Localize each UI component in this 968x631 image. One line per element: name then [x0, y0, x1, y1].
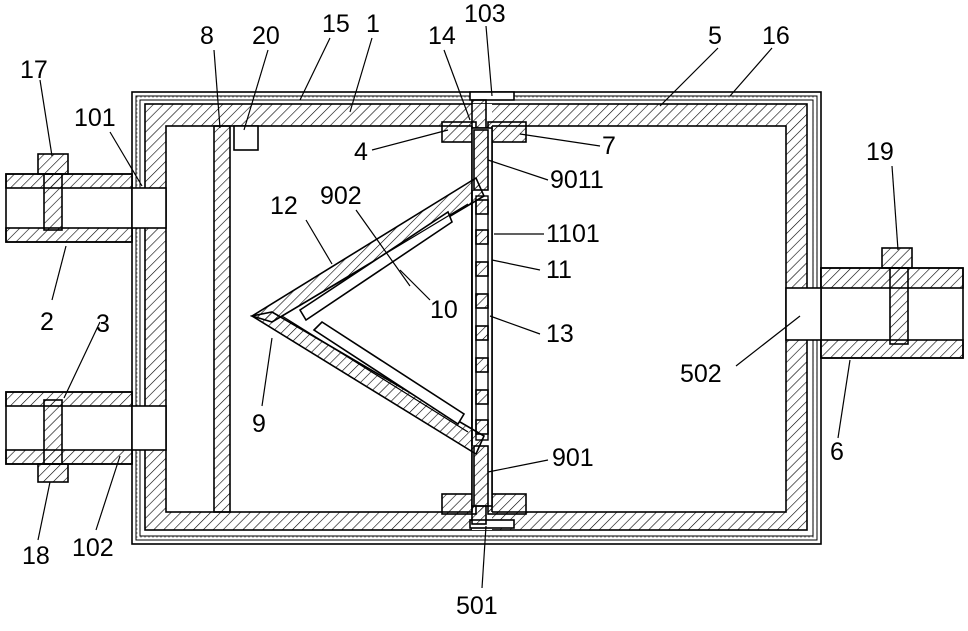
label-101: 101 — [74, 104, 116, 132]
leader-lines — [37, 25, 899, 589]
label-901: 901 — [552, 444, 594, 472]
label-6: 6 — [830, 438, 844, 466]
label-2: 2 — [40, 308, 54, 336]
cone-lower-arm — [249, 311, 486, 456]
label-10: 10 — [430, 296, 458, 324]
label-20: 20 — [252, 22, 280, 50]
valve-18 — [37, 463, 69, 483]
label-14: 14 — [428, 22, 456, 50]
label-103: 103 — [464, 0, 506, 28]
flange-bottom-left — [441, 493, 477, 515]
label-102: 102 — [72, 534, 114, 562]
pipe-3 — [5, 391, 167, 483]
flanges — [441, 91, 527, 529]
label-9011: 9011 — [550, 166, 604, 194]
label-11: 11 — [546, 256, 572, 284]
label-13: 13 — [546, 320, 574, 348]
label-1101: 1101 — [546, 220, 600, 248]
labels: 17 101 8 20 15 1 14 103 5 16 7 4 9011 12… — [20, 0, 894, 620]
label-15: 15 — [322, 10, 350, 38]
cone-filter-9 — [249, 176, 486, 456]
label-8: 8 — [200, 22, 214, 50]
frame-901 — [473, 445, 489, 507]
flange-4-top — [441, 121, 477, 143]
flange-bottom-right — [487, 493, 527, 515]
label-12: 12 — [270, 192, 298, 220]
valve-19 — [881, 247, 913, 269]
left-cavity — [165, 125, 473, 513]
label-4: 4 — [354, 138, 368, 166]
channel-902 — [298, 210, 453, 322]
bolt-501 — [469, 519, 515, 529]
label-1: 1 — [366, 10, 380, 38]
plate-8 — [213, 125, 259, 513]
label-16: 16 — [762, 22, 790, 50]
pipe-2 — [5, 153, 167, 243]
label-9: 9 — [252, 410, 266, 438]
valve-17 — [37, 153, 69, 175]
label-3: 3 — [96, 310, 110, 338]
label-19: 19 — [866, 138, 894, 166]
label-902: 902 — [320, 182, 362, 210]
label-5: 5 — [708, 22, 722, 50]
block-20 — [233, 125, 259, 151]
label-501: 501 — [456, 592, 498, 620]
label-502: 502 — [680, 360, 722, 388]
label-18: 18 — [22, 542, 50, 570]
channel-10 — [312, 320, 466, 426]
flange-7-top — [487, 121, 527, 143]
label-17: 17 — [20, 56, 48, 84]
pipe-6 — [785, 247, 964, 359]
label-7: 7 — [602, 132, 616, 160]
right-cavity — [491, 125, 787, 513]
